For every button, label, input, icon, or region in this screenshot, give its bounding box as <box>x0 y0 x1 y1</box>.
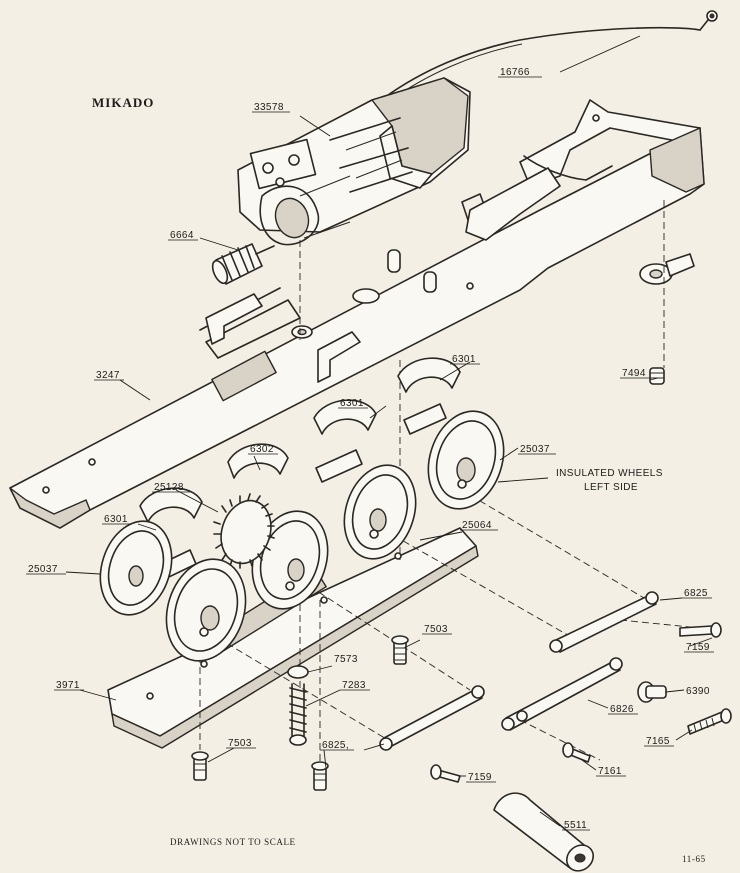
part-callouts: 16766 33578 6664 3247 7494 6301 6301 630… <box>26 67 714 831</box>
motor-unit <box>237 77 471 246</box>
diagram-title: MIKADO <box>92 95 154 110</box>
callout-6390: 6390 <box>686 686 710 697</box>
callout-16766: 16766 <box>500 67 530 78</box>
callout-6302: 6302 <box>250 444 274 455</box>
callout-7573: 7573 <box>334 654 358 665</box>
callout-6301-left: 6301 <box>104 514 128 525</box>
callout-6826: 6826 <box>610 704 634 715</box>
callout-6664: 6664 <box>170 230 194 241</box>
callout-6301-top: 6301 <box>452 354 476 365</box>
callout-25037-right: 25037 <box>520 444 550 455</box>
callout-7159-upper: 7159 <box>686 642 710 653</box>
main-frame <box>9 99 705 529</box>
callout-6825-upper: 6825 <box>684 588 708 599</box>
left-side-label: LEFT SIDE <box>584 482 638 493</box>
callout-7165: 7165 <box>646 736 670 747</box>
callout-3247: 3247 <box>96 370 120 381</box>
leader-lines <box>65 35 713 827</box>
callout-6825-lower: 6825, <box>322 740 349 751</box>
assembly-guide-lines <box>199 200 701 762</box>
worm-gear <box>211 243 275 285</box>
callout-25037-left: 25037 <box>28 564 58 575</box>
callout-7503-right: 7503 <box>424 624 448 635</box>
insulated-wheels-label: INSULATED WHEELS <box>556 468 663 479</box>
callout-7283: 7283 <box>342 680 366 691</box>
screws-and-pins <box>191 622 732 872</box>
callout-33578: 33578 <box>254 102 284 113</box>
callout-7503-left: 7503 <box>228 738 252 749</box>
callout-7161: 7161 <box>598 766 622 777</box>
callout-6301-mid: 6301 <box>340 398 364 409</box>
callout-5511: 5511 <box>564 820 587 831</box>
callout-25064: 25064 <box>462 520 492 531</box>
side-rods <box>379 591 659 751</box>
drive-wheels <box>99 357 505 662</box>
callout-7494: 7494 <box>622 368 646 379</box>
page-code: 11-65 <box>682 854 706 864</box>
callout-25128: 25128 <box>154 482 184 493</box>
callout-3971: 3971 <box>56 680 80 691</box>
footer-note: DRAWINGS NOT TO SCALE <box>170 837 296 847</box>
eyelet-terminal <box>639 253 695 385</box>
callout-7159-lower: 7159 <box>468 772 492 783</box>
